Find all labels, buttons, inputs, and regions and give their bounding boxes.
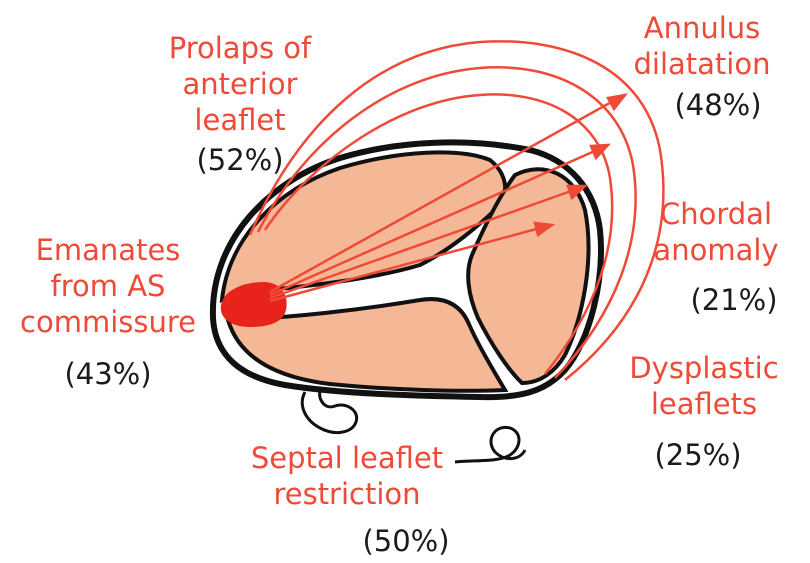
label-prolaps: Prolaps of anterior leaflet [150, 30, 330, 138]
label-emanates-line2: from AS [0, 268, 218, 304]
label-chordal: Chordal anomaly [626, 196, 806, 268]
percent-annulus: (48%) [648, 88, 788, 122]
label-emanates-line3: commissure [0, 304, 218, 340]
label-annulus: Annulus dilatation [612, 10, 792, 82]
label-dysplastic: Dysplastic leaflets [604, 350, 804, 422]
label-dysplastic-line2: leaflets [604, 386, 804, 422]
label-prolaps-line3: leaflet [150, 102, 330, 138]
percent-emanates: (43%) [38, 357, 178, 391]
label-prolaps-line2: anterior [150, 66, 330, 102]
label-emanates: Emanates from AS commissure [0, 232, 218, 340]
label-dysplastic-line1: Dysplastic [604, 350, 804, 386]
percent-prolaps: (52%) [170, 143, 310, 177]
label-emanates-line1: Emanates [0, 232, 218, 268]
label-chordal-line1: Chordal [626, 196, 806, 232]
label-septal: Septal leaflet restriction [232, 440, 462, 512]
label-septal-line2: restriction [232, 476, 462, 512]
percent-chordal: (21%) [664, 283, 804, 317]
label-annulus-line2: dilatation [612, 46, 792, 82]
percent-septal: (50%) [336, 524, 476, 558]
label-septal-line1: Septal leaflet [232, 440, 462, 476]
percent-dysplastic: (25%) [628, 438, 768, 472]
label-prolaps-line1: Prolaps of [150, 30, 330, 66]
label-chordal-line2: anomaly [626, 232, 806, 268]
label-annulus-line1: Annulus [612, 10, 792, 46]
